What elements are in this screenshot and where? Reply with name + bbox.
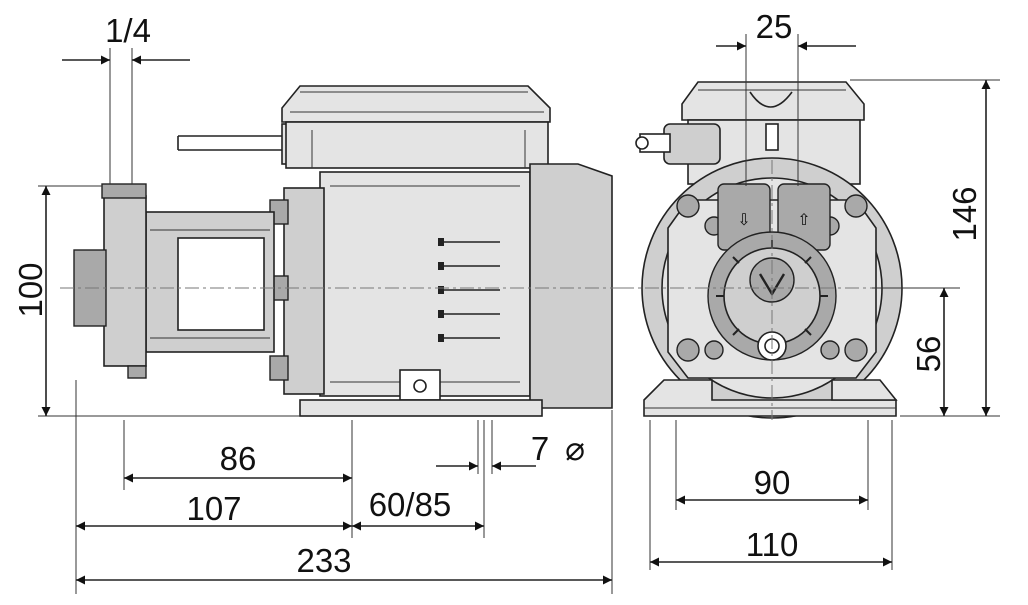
outlet-arrow-icon: ⇧ [797,210,810,229]
pump-head [73,183,275,379]
cooling-fins [438,238,500,342]
front-view: ⇩ ⇧ [620,81,920,420]
dim-base-width: 110 [746,526,799,563]
ground-screw [399,369,441,401]
dim-inlet-to-foot: 86 [220,440,257,477]
dimension-lines [38,34,1000,594]
dim-port-thread: 1/4 [105,12,151,49]
dim-port-spacing: 25 [756,8,793,45]
side-view [60,85,620,417]
dim-total-length: 233 [296,542,351,579]
dim-foot-holes: 90 [754,464,791,501]
inlet-arrow-icon: ⇩ [737,210,750,229]
base-plate [299,399,543,417]
dim-axis-height: 56 [910,336,947,373]
diameter-icon: ⌀ [565,430,585,467]
front-cable-gland [635,123,721,165]
inlet-port [101,183,147,199]
motor-flange [269,187,325,395]
mounting-feet [643,379,898,417]
dim-inlet-to-base: 107 [186,490,241,527]
dimension-labels: 1/4 100 86 107 60/85 233 7 ⌀ 25 146 56 9… [12,8,983,579]
dim-bolt-hole: 7 [531,430,549,467]
power-cable [177,135,290,151]
terminal-box [281,85,551,169]
motor-body [319,163,613,409]
dim-base-slot: 60/85 [369,486,452,523]
dim-total-height: 146 [946,186,983,241]
dim-side-height: 100 [12,262,49,317]
